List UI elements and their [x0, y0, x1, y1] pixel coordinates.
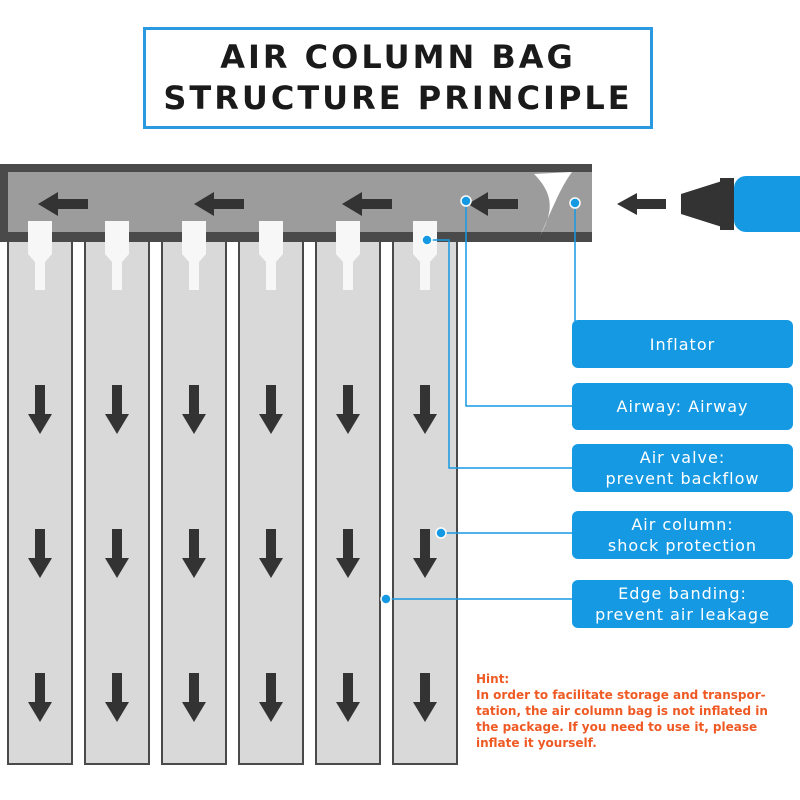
valve-icon: [336, 221, 360, 290]
left-arrow-icon: [194, 192, 244, 216]
hint-line: the package. If you need to use it, plea…: [476, 720, 758, 734]
valve-icon: [259, 221, 283, 290]
hint-line: In order to facilitate storage and trans…: [476, 688, 766, 702]
hint-heading: Hint:: [476, 672, 510, 686]
airway-label-box: Airway: Airway: [572, 383, 793, 430]
air-column-label-box: Air column: shock protection: [572, 511, 793, 559]
down-arrow-icon: [105, 385, 129, 434]
inflator-dot: [569, 197, 581, 209]
down-arrow-icon: [413, 673, 437, 722]
left-arrow-icon: [342, 192, 392, 216]
callout-lines: [386, 201, 576, 600]
title-line-1: AIR COLUMN BAG: [220, 38, 576, 76]
left-arrow-icon: [468, 192, 518, 216]
down-arrow-icon: [259, 673, 283, 722]
down-arrow-icon: [28, 529, 52, 578]
air-columns: [7, 235, 458, 765]
callout-dots: [380, 195, 581, 605]
hint-note: Hint: In order to facilitate storage and…: [476, 671, 796, 751]
air-column-label-line-2: shock protection: [607, 536, 758, 555]
down-arrow-icon: [105, 529, 129, 578]
edge-banding-label-line-1: Edge banding:: [618, 584, 747, 603]
title-line-2: STRUCTURE PRINCIPLE: [163, 79, 633, 117]
down-arrow-icon: [28, 385, 52, 434]
valve-icon: [28, 221, 52, 290]
down-arrow-icon: [182, 529, 206, 578]
down-arrow-icon: [182, 385, 206, 434]
air-valve-label-box: Air valve: prevent backflow: [572, 444, 793, 492]
airway-leader: [465, 201, 572, 407]
edge-banding-dot: [380, 593, 392, 605]
inflator-opening-icon: [534, 172, 572, 236]
air-valve-label-line-1: Air valve:: [639, 448, 726, 467]
title-box: AIR COLUMN BAG STRUCTURE PRINCIPLE: [143, 27, 653, 129]
down-arrow-icon: [336, 529, 360, 578]
air-column-label-line-1: Air column:: [631, 515, 734, 534]
hint-line: inflate it yourself.: [476, 736, 597, 750]
column-arrows: [28, 385, 437, 722]
inflator-label: Inflator: [649, 334, 716, 354]
edge-banding-label-line-2: prevent air leakage: [595, 605, 770, 624]
down-arrow-icon: [28, 673, 52, 722]
air-valve-label-line-2: prevent backflow: [605, 469, 760, 488]
down-arrow-icon: [259, 385, 283, 434]
down-arrow-icon: [105, 673, 129, 722]
airway-dot: [460, 195, 472, 207]
hint-line: tation, the air column bag is not inflat…: [476, 704, 768, 718]
air-valve-leader: [427, 239, 572, 469]
air-column: [238, 235, 304, 765]
left-arrow-icon: [617, 193, 666, 215]
down-arrow-icon: [336, 673, 360, 722]
left-arrow-icon: [38, 192, 88, 216]
inflator-nozzle-icon: [681, 176, 800, 232]
air-column-dot: [435, 527, 447, 539]
down-arrow-icon: [413, 529, 437, 578]
down-arrow-icon: [336, 385, 360, 434]
air-valve-dot: [421, 234, 433, 246]
valve-icon: [105, 221, 129, 290]
down-arrow-icon: [182, 673, 206, 722]
down-arrow-icon: [413, 385, 437, 434]
valve-icon: [182, 221, 206, 290]
airway-label: Airway: Airway: [616, 397, 749, 416]
inflator-label-box: Inflator: [572, 320, 793, 368]
down-arrow-icon: [259, 529, 283, 578]
edge-banding-label-box: Edge banding: prevent air leakage: [572, 580, 793, 628]
airway-arrows: [38, 192, 518, 216]
